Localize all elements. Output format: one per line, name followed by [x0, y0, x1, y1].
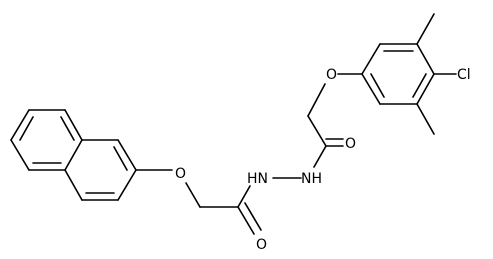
bond: [313, 145, 327, 168]
double-bond-inner: [370, 73, 385, 98]
double-bond-inner: [412, 73, 427, 98]
bond: [64, 139, 83, 171]
double-bond: [237, 206, 255, 235]
bond: [185, 182, 201, 208]
hydrazide-nh-left: HN: [247, 171, 268, 187]
bond: [307, 83, 326, 117]
bond: [10, 139, 30, 171]
methyl-bond-top: [416, 13, 435, 45]
naphthalene-ring-a: [10, 109, 83, 171]
hydrazide-nh-right: NH: [301, 171, 322, 187]
ether-oxygen-left: O: [175, 166, 186, 182]
bond: [64, 109, 83, 141]
bond: [416, 43, 435, 75]
bond: [117, 169, 137, 201]
bond: [237, 185, 251, 208]
bond: [307, 115, 327, 147]
bond: [64, 169, 83, 201]
double-bond-inner: [60, 116, 75, 141]
bond: [10, 109, 30, 141]
methyl-bond-bottom: [416, 103, 435, 135]
bond: [416, 73, 435, 105]
ether-oxygen-right: O: [326, 67, 337, 83]
phenyl-ring: [361, 13, 457, 135]
carbonyl-oxygen-left: O: [256, 237, 267, 253]
bond: [361, 43, 381, 75]
left-linker: [135, 169, 262, 235]
double-bond-inner: [19, 116, 34, 141]
double-bond-inner: [113, 146, 128, 171]
bond: [117, 139, 137, 171]
chlorine-label: Cl: [457, 67, 471, 83]
double-bond: [244, 202, 262, 231]
right-linker: [307, 73, 363, 168]
bond: [361, 73, 381, 105]
naphthalene-ring-b: [64, 139, 137, 201]
carbonyl-oxygen-right: O: [345, 136, 356, 152]
